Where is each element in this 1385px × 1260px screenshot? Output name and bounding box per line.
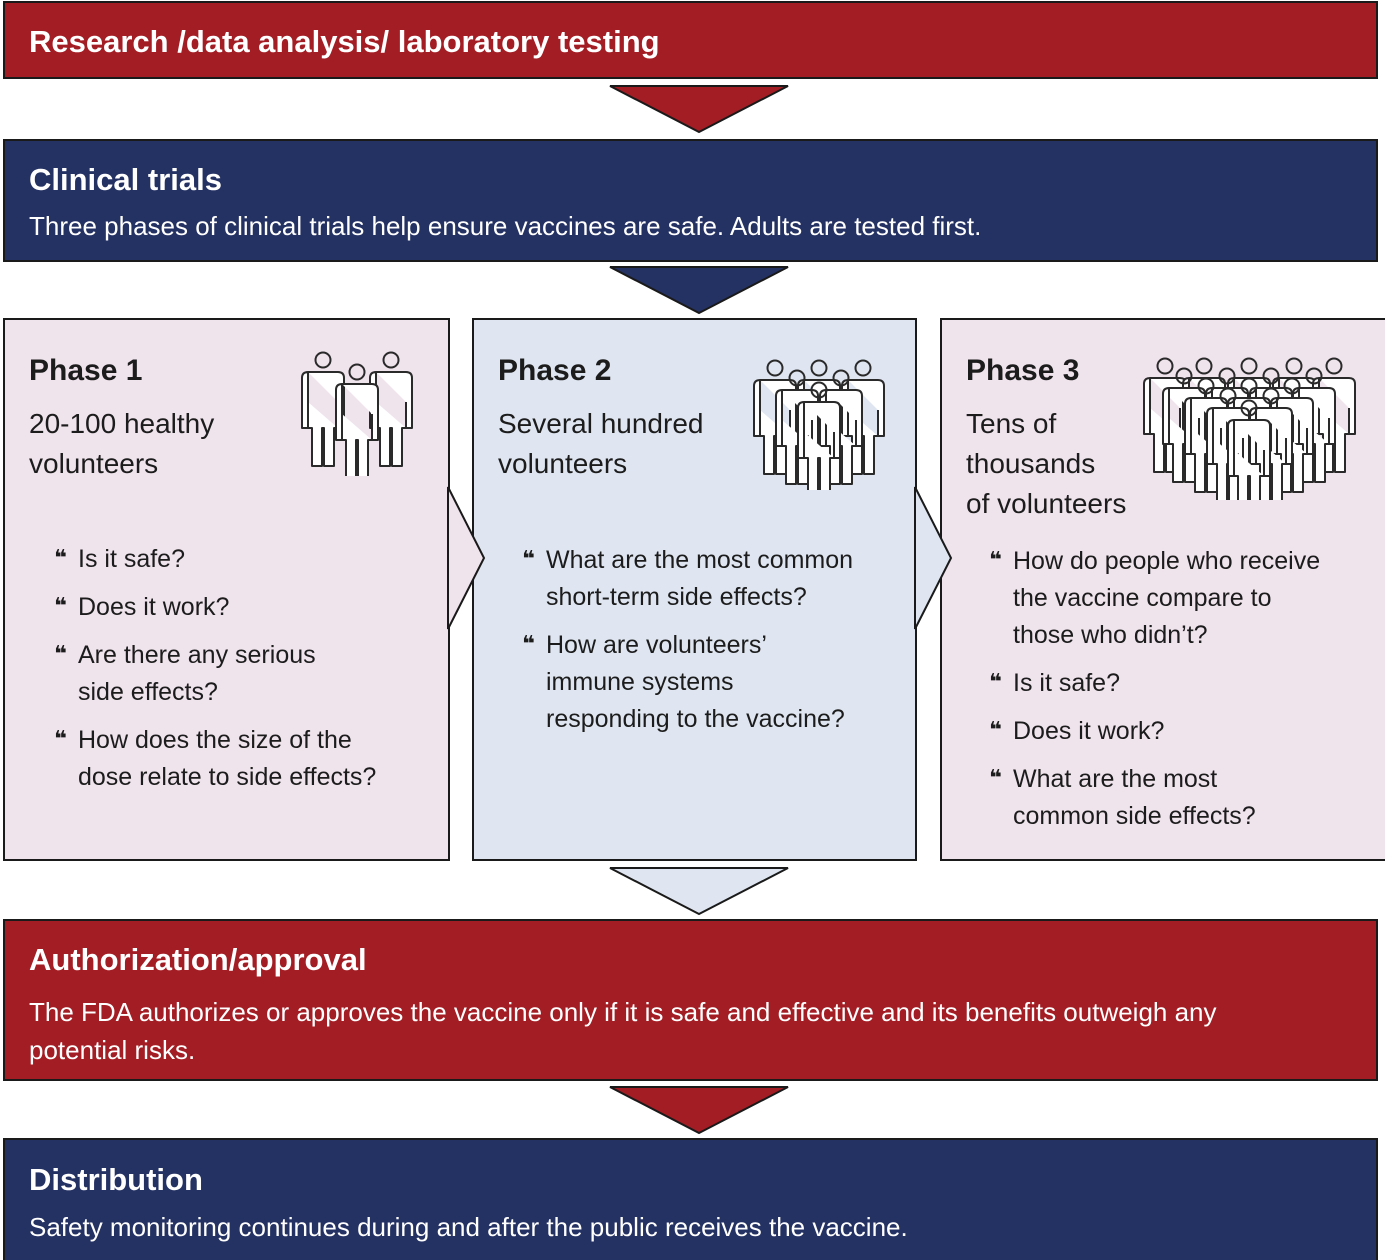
quote-bullet-icon: ❝ — [54, 545, 67, 570]
phase-question-line: Are there any serious — [78, 641, 316, 669]
phase-question-line: Is it safe? — [1013, 669, 1120, 697]
phase-question-line: How are volunteers’ — [546, 631, 767, 659]
phase-question: ❝ Are there any serious side effects? — [54, 637, 376, 711]
phase-volunteers-line: Tens of — [966, 408, 1057, 439]
quote-bullet-icon: ❝ — [989, 669, 1002, 694]
phase-question-list: ❝ How do people who receive the vaccine co… — [989, 543, 1320, 846]
phase-connector-arrow — [914, 486, 953, 630]
clinical-trials-stage: Clinical trials Three phases of clinical… — [3, 139, 1378, 262]
quote-bullet-icon: ❝ — [989, 547, 1002, 572]
phase-question-line: What are the most — [1013, 765, 1218, 793]
distribution-description: Safety monitoring continues during and a… — [29, 1212, 908, 1242]
phase-question-line: common side effects? — [1013, 802, 1256, 830]
phase-question-line: Does it work? — [78, 593, 230, 621]
down-arrow-icon — [609, 867, 789, 916]
clinical-trials-description: Three phases of clinical trials help ens… — [29, 211, 982, 241]
people-group-small-icon — [301, 351, 413, 476]
down-arrow-icon — [609, 85, 789, 134]
down-arrow-icon — [609, 1086, 789, 1135]
authorization-description-line: potential risks. — [29, 1035, 196, 1065]
phase-question-list: ❝ Is it safe? ❝ Does it work? ❝ Are there any… — [54, 541, 376, 807]
phase-volunteers: Several hundred volunteers — [498, 404, 703, 484]
phase-volunteers-line: thousands — [966, 448, 1096, 479]
authorization-description: The FDA authorizes or approves the vacci… — [29, 993, 1217, 1069]
authorization-title: Authorization/approval — [29, 942, 367, 977]
phase-question: ❝ How does the size of the dose relate to … — [54, 722, 376, 796]
phase-question: ❝ Is it safe? — [54, 541, 376, 578]
down-arrow-icon — [609, 266, 789, 315]
quote-bullet-icon: ❝ — [522, 546, 535, 571]
phase-1-panel: Phase 1 20-100 healthy volunteers ❝ Is it… — [3, 318, 450, 861]
phase-volunteers: 20-100 healthy volunteers — [29, 404, 214, 484]
person-icon — [301, 351, 345, 467]
phase-question-line: those who didn’t? — [1013, 621, 1208, 649]
phase-question: ❝ Does it work? — [989, 713, 1320, 750]
phase-question-line: responding to the vaccine? — [546, 705, 845, 733]
phase-volunteers: Tens of thousands of volunteers — [966, 404, 1126, 524]
phase-question-line: How do people who receive — [1013, 547, 1321, 575]
phase-question-line: How does the size of the — [78, 726, 352, 754]
quote-bullet-icon: ❝ — [54, 641, 67, 666]
phase-title: Phase 2 — [498, 354, 612, 387]
research-stage: Research /data analysis/ laboratory test… — [3, 1, 1378, 79]
phase-question-line: side effects? — [78, 678, 218, 706]
distribution-title: Distribution — [29, 1162, 203, 1197]
phase-question: ❝ What are the most common short-term side… — [522, 542, 853, 616]
phase-connector-arrow — [447, 486, 486, 630]
phase-question-line: immune systems — [546, 668, 734, 696]
phase-volunteers-line: volunteers — [29, 448, 159, 479]
research-title: Research /data analysis/ laboratory test… — [29, 24, 660, 59]
phase-question: ❝ What are the most common side effects? — [989, 761, 1320, 835]
phase-question: ❝ How do people who receive the vaccine co… — [989, 543, 1320, 654]
quote-bullet-icon: ❝ — [54, 593, 67, 618]
phase-question-line: Is it safe? — [78, 545, 185, 573]
distribution-stage: Distribution Safety monitoring continues… — [3, 1138, 1378, 1260]
authorization-description-line: The FDA authorizes or approves the vacci… — [29, 997, 1217, 1027]
people-group-large-icon — [1143, 357, 1356, 500]
phase-question-line: the vaccine compare to — [1013, 584, 1272, 612]
phase-volunteers-line: of volunteers — [966, 488, 1127, 519]
quote-bullet-icon: ❝ — [989, 765, 1002, 790]
person-icon — [335, 363, 379, 476]
phase-question: ❝ How are volunteers’ immune systems respon… — [522, 627, 853, 738]
person-icon — [1227, 399, 1271, 500]
clinical-trials-title: Clinical trials — [29, 162, 222, 197]
phase-question-list: ❝ What are the most common short-term side… — [522, 542, 853, 749]
quote-bullet-icon: ❝ — [989, 717, 1002, 742]
phase-question-line: Does it work? — [1013, 717, 1165, 745]
people-group-medium-icon — [753, 359, 885, 490]
phase-question-line: dose relate to side effects? — [78, 763, 377, 791]
quote-bullet-icon: ❝ — [522, 631, 535, 656]
phase-question: ❝ Does it work? — [54, 589, 376, 626]
phase-question-line: short-term side effects? — [546, 583, 807, 611]
phase-volunteers-line: Several hundred — [498, 408, 704, 439]
phase-volunteers-line: volunteers — [498, 448, 628, 479]
authorization-stage: Authorization/approval The FDA authorize… — [3, 919, 1378, 1081]
phase-3-panel: Phase 3 Tens of thousands of volunteers … — [940, 318, 1385, 861]
phase-title: Phase 1 — [29, 354, 143, 387]
phase-question-line: What are the most common — [546, 546, 854, 574]
phase-title: Phase 3 — [966, 354, 1080, 387]
person-icon — [797, 381, 841, 490]
phase-question: ❝ Is it safe? — [989, 665, 1320, 702]
phase-2-panel: Phase 2 Several hundred volunteers ❝ What… — [472, 318, 917, 861]
phase-volunteers-line: 20-100 healthy — [29, 408, 215, 439]
quote-bullet-icon: ❝ — [54, 726, 67, 751]
